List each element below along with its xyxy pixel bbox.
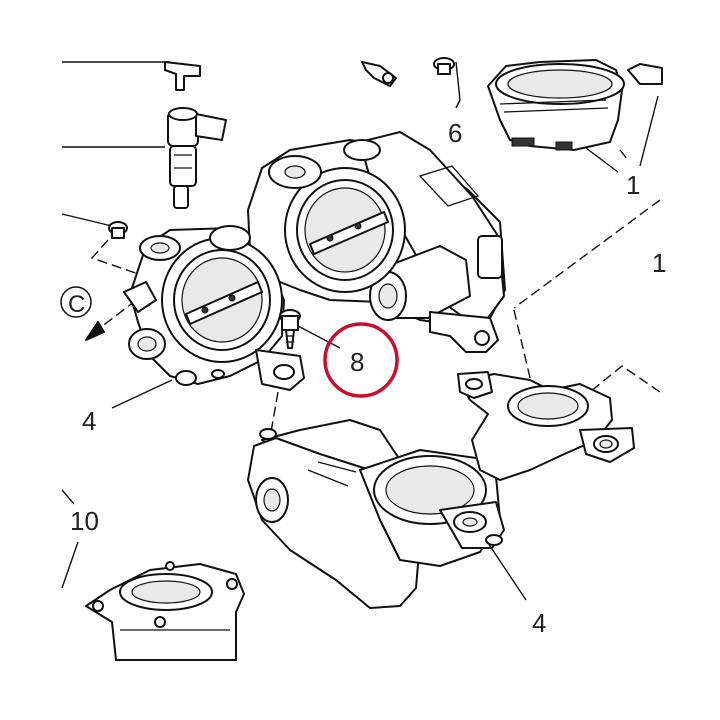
view-c-leader — [60, 239, 161, 341]
throttle-body-lower — [247, 371, 635, 609]
callout-8: 8 — [350, 347, 364, 377]
highlight-circle — [323, 322, 399, 398]
fuel-injector — [164, 61, 227, 209]
screw-8 — [279, 309, 341, 349]
bolt-6 — [433, 57, 461, 109]
view-c-label: C — [68, 291, 85, 318]
view-c-circle — [60, 286, 92, 318]
callout-1-edge: 1 — [652, 248, 666, 278]
intake-boot-1 — [487, 59, 625, 173]
callout-10: 10 — [70, 506, 99, 536]
screw-small-left — [108, 221, 128, 239]
right-edge-part — [619, 63, 663, 167]
callout-6: 6 — [448, 118, 462, 148]
bracket-top — [361, 61, 397, 87]
adapter-10 — [61, 489, 245, 661]
throttle-body-upper — [123, 131, 506, 391]
callout-4-left: 4 — [82, 406, 96, 436]
callout-1: 1 — [626, 170, 640, 200]
leader-lines-left — [61, 61, 170, 227]
callout-4-bottom: 4 — [532, 608, 546, 638]
leader-lines-right — [111, 379, 173, 409]
